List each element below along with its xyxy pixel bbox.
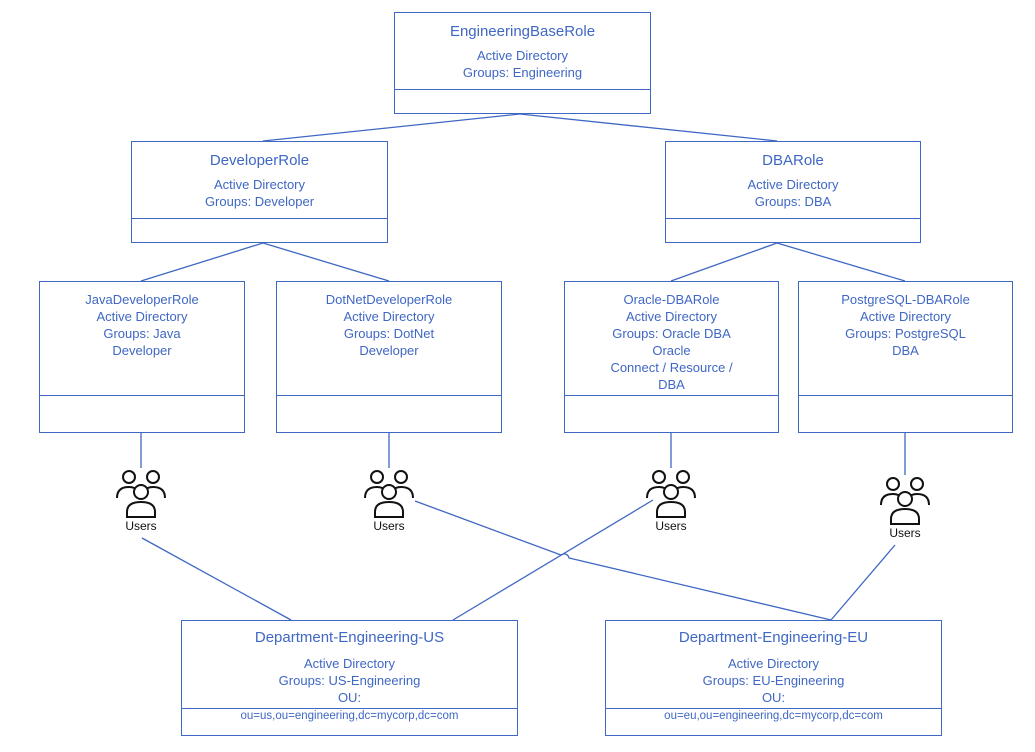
users-group-icon [116, 470, 166, 518]
oracle-dba-role-node[interactable]: Oracle-DBARole Active Directory Groups: … [564, 281, 779, 433]
department-eu-ou-label: OU: [761, 690, 786, 705]
postgresql-dba-role-source: Active Directory [859, 309, 952, 324]
users-group-icon [880, 477, 930, 525]
dotnet-developer-role-node[interactable]: DotNetDeveloperRole Active Directory Gro… [276, 281, 502, 433]
dotnet-users[interactable]: Users [359, 468, 419, 533]
postgresql-users[interactable]: Users [875, 475, 935, 540]
department-engineering-us-node[interactable]: Department-Engineering-US Active Directo… [181, 620, 518, 736]
department-us-source: Active Directory [303, 656, 396, 671]
java-users-label: Users [125, 519, 157, 533]
edge-oracle-users-us [452, 499, 654, 621]
postgresql-dba-role-node[interactable]: PostgreSQL-DBARole Active Directory Grou… [798, 281, 1013, 433]
department-eu-source: Active Directory [727, 656, 820, 671]
edge-base-dba [519, 113, 778, 142]
engineering-base-role-node[interactable]: EngineeringBaseRole Active Directory Gro… [394, 12, 651, 114]
edge-dba-postgres [776, 242, 906, 282]
java-developer-role-node[interactable]: JavaDeveloperRole Active Directory Group… [39, 281, 245, 433]
java-developer-role-groups-cont: Developer [112, 343, 172, 358]
java-developer-role-groups: Groups: Java [103, 326, 181, 341]
dotnet-developer-role-title: DotNetDeveloperRole [325, 292, 453, 307]
developer-role-node[interactable]: DeveloperRole Active Directory Groups: D… [131, 141, 388, 243]
oracle-users-label: Users [655, 519, 687, 533]
department-engineering-eu-node[interactable]: Department-Engineering-EU Active Directo… [605, 620, 942, 736]
edge-postgres-users-eu [830, 544, 896, 621]
dotnet-developer-role-source: Active Directory [343, 309, 435, 324]
postgresql-users-label: Users [889, 526, 921, 540]
edge-dotnet-users-eu [414, 500, 832, 621]
postgresql-dba-role-groups: Groups: PostgreSQL [845, 326, 966, 341]
java-developer-role-title: JavaDeveloperRole [85, 292, 199, 307]
edge-developer-dotnet [262, 242, 390, 282]
edge-base-developer [262, 113, 521, 142]
developer-role-groups: Groups: Developer [204, 194, 315, 209]
edge-developer-java [140, 242, 264, 282]
engineering-base-role-groups: Groups: Engineering [462, 65, 583, 80]
users-group-icon [646, 470, 696, 518]
developer-role-title: DeveloperRole [209, 152, 310, 169]
users-group-icon [364, 470, 414, 518]
dotnet-developer-role-groups: Groups: DotNet [343, 326, 435, 341]
oracle-dba-role-title: Oracle-DBARole [623, 292, 720, 307]
oracle-users[interactable]: Users [641, 468, 701, 533]
oracle-dba-role-groups: Groups: Oracle DBA [612, 326, 731, 341]
department-eu-title: Department-Engineering-EU [678, 629, 869, 646]
department-eu-ou-value: ou=eu,ou=engineering,dc=mycorp,dc=com [664, 710, 883, 722]
department-eu-groups: Groups: EU-Engineering [702, 673, 845, 688]
dba-role-source: Active Directory [747, 177, 839, 192]
java-developer-role-source: Active Directory [96, 309, 188, 324]
dotnet-developer-role-groups-cont: Developer [359, 343, 419, 358]
dotnet-users-label: Users [373, 519, 405, 533]
java-users[interactable]: Users [111, 468, 171, 533]
department-us-ou-label: OU: [337, 690, 362, 705]
developer-role-source: Active Directory [213, 177, 306, 192]
oracle-dba-role-privileges-cont: DBA [658, 377, 685, 392]
department-us-groups: Groups: US-Engineering [278, 673, 421, 688]
engineering-base-role-title: EngineeringBaseRole [449, 23, 596, 40]
oracle-dba-role-source: Active Directory [625, 309, 718, 324]
edge-dba-oracle [670, 242, 778, 282]
oracle-dba-role-privileges: Connect / Resource / [610, 360, 733, 375]
dba-role-node[interactable]: DBARole Active Directory Groups: DBA [665, 141, 921, 243]
postgresql-dba-role-groups-cont: DBA [892, 343, 919, 358]
department-us-ou-value: ou=us,ou=engineering,dc=mycorp,dc=com [240, 710, 459, 722]
department-us-title: Department-Engineering-US [254, 629, 445, 646]
edge-java-users-us [141, 537, 292, 621]
dba-role-groups: Groups: DBA [754, 194, 832, 209]
oracle-dba-role-db-label: Oracle [652, 343, 691, 358]
dba-role-title: DBARole [762, 152, 824, 169]
engineering-base-role-source: Active Directory [476, 48, 569, 63]
postgresql-dba-role-title: PostgreSQL-DBARole [841, 292, 970, 307]
